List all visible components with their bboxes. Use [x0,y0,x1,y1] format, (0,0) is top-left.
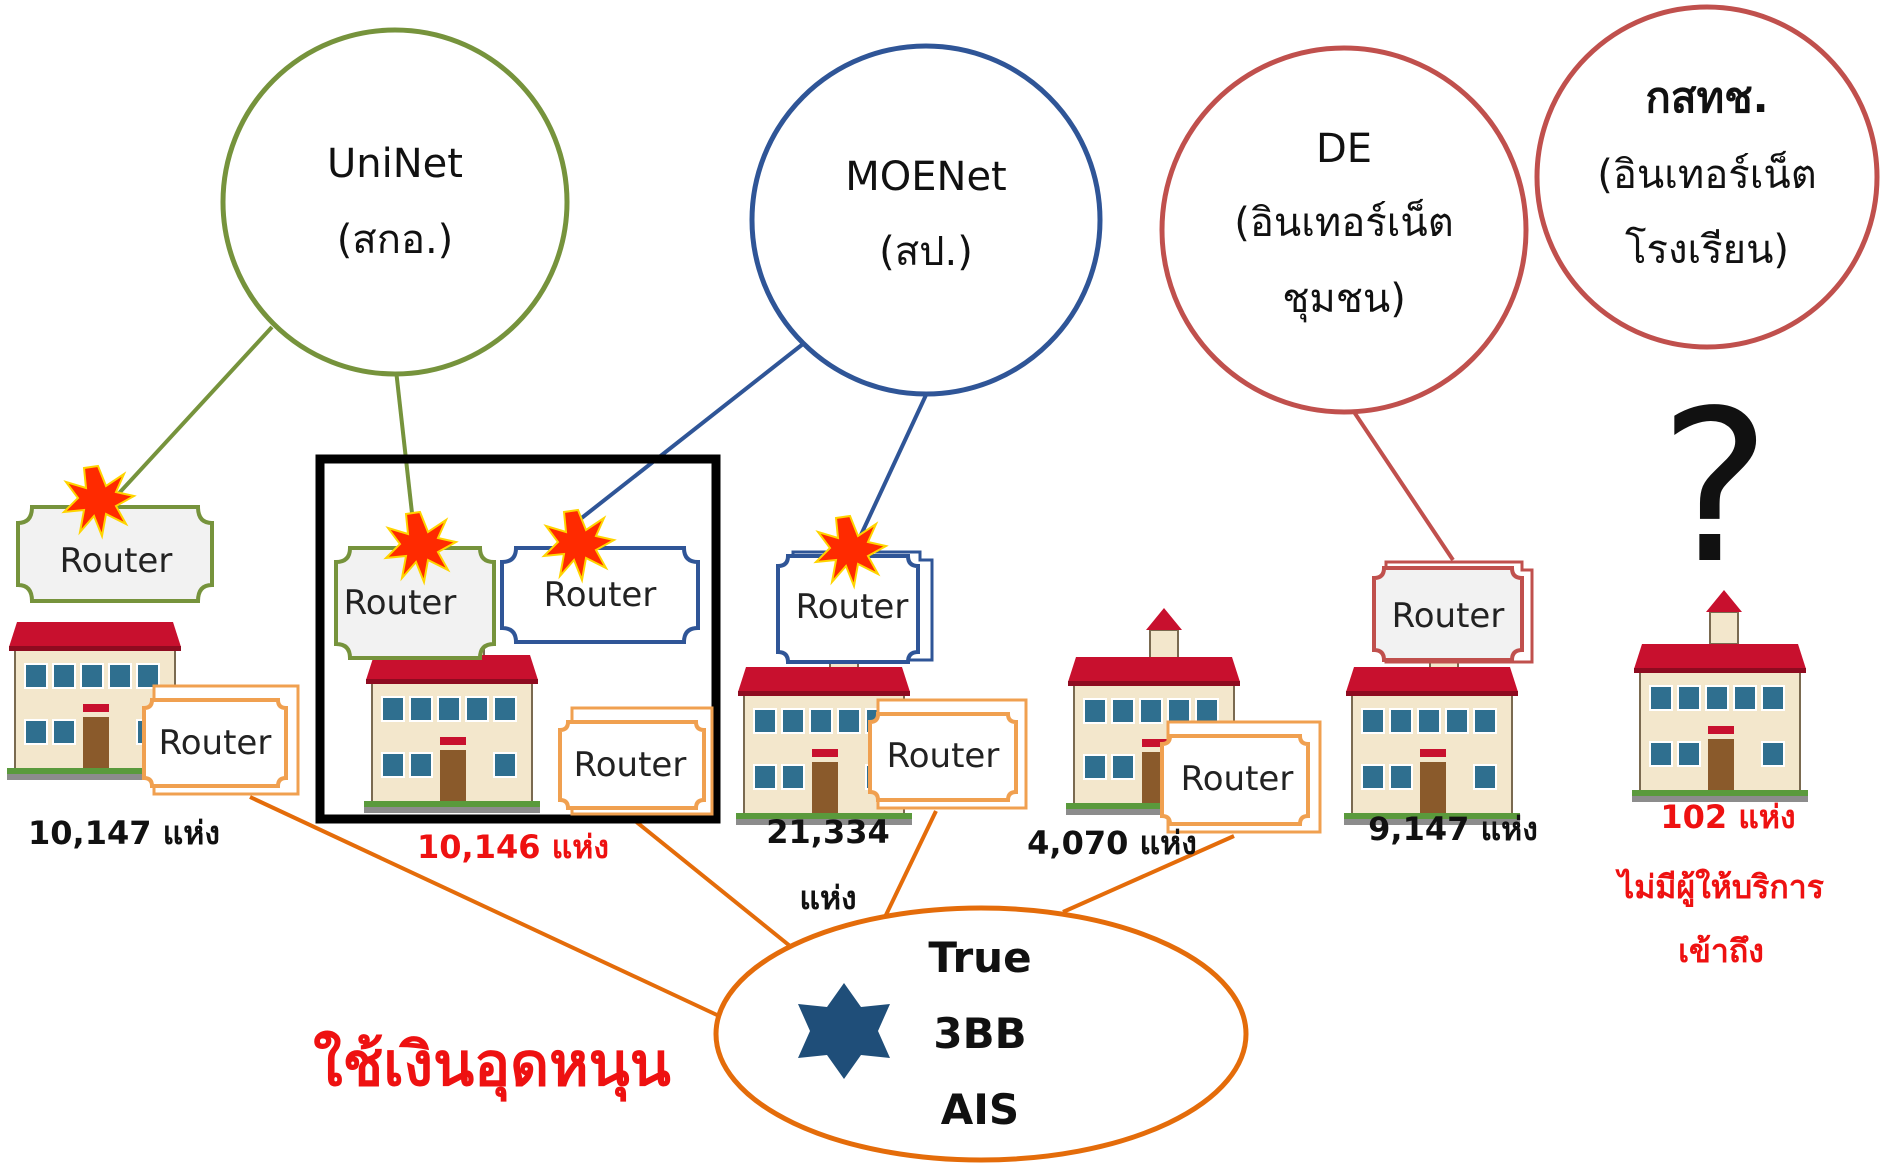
provider-ais: AIS [941,1085,1019,1134]
router-label: Router [159,723,272,763]
ksthch-circle: กสทช. (อินเทอร์เน็ต โรงเรียน) [1534,4,1880,350]
star-icon [798,983,890,1079]
de-link [1344,398,1455,562]
count-group-1: 10,147 แห่ง [28,814,220,852]
count-group-4: 4,070 แห่ง [1027,824,1197,862]
router-label: Router [887,736,1000,776]
router-commercial-1: Router [142,684,300,796]
no-provider-note-line1: ไม่มีผู้ให้บริการ [1615,868,1824,908]
count-group-2: 10,146 แห่ง [417,828,609,866]
moenet-sub: (สป.) [879,229,973,275]
no-provider-note-line2: เข้าถึง [1678,932,1764,970]
de-circle: DE (อินเทอร์เน็ต ชุมชน) [1159,45,1529,415]
highlight-box [315,454,721,824]
ksthch-sub-line1: (อินเทอร์เน็ต [1597,150,1817,198]
router-label: Router [1392,596,1505,636]
provider-true: True [928,933,1031,982]
provider-links [249,795,1235,1017]
ksthch-name: กสทช. [1645,73,1768,122]
providers-ellipse: True 3BB AIS [713,905,1249,1163]
uninet-links [108,325,416,532]
moenet-links [572,338,928,538]
school-building-icon [1631,589,1809,803]
provider-3bb: 3BB [933,1009,1026,1058]
moenet-name: MOENet [845,154,1006,200]
router-uninet-1: Router [16,505,214,603]
de-name: DE [1316,126,1372,172]
count-group-5: 9,147 แห่ง [1368,810,1538,848]
router-uninet-2: Router [334,546,496,660]
ksthch-sub-line2: โรงเรียน) [1625,227,1789,273]
router-de: Router [1372,560,1534,664]
router-moenet-2: Router [776,550,934,664]
router-commercial-4: Router [1160,720,1322,834]
count-group-3-line2: แห่ง [799,879,856,917]
router-moenet-1: Router [500,546,700,644]
moenet-circle: MOENet (สป.) [749,43,1103,397]
router-label: Router [574,745,687,785]
subsidy-label: ใช้เงินอุดหนุน [313,1030,670,1102]
uninet-name: UniNet [327,141,463,187]
de-sub-line2: ชุมชน) [1282,276,1406,323]
router-label: Router [796,587,909,627]
count-group-3-line1: 21,334 [766,813,889,851]
uninet-circle: UniNet (สกอ.) [220,27,570,377]
count-group-6: 102 แห่ง [1660,798,1795,836]
question-mark: ? [1659,365,1770,610]
router-label: Router [1181,759,1294,799]
router-commercial-2: Router [558,706,714,816]
router-label: Router [544,575,657,615]
uninet-sub: (สกอ.) [337,217,454,263]
router-label: Router [60,541,173,581]
de-sub-line1: (อินเทอร์เน็ต [1234,198,1454,246]
router-label: Router [344,583,457,623]
router-commercial-3: Router [868,698,1028,810]
